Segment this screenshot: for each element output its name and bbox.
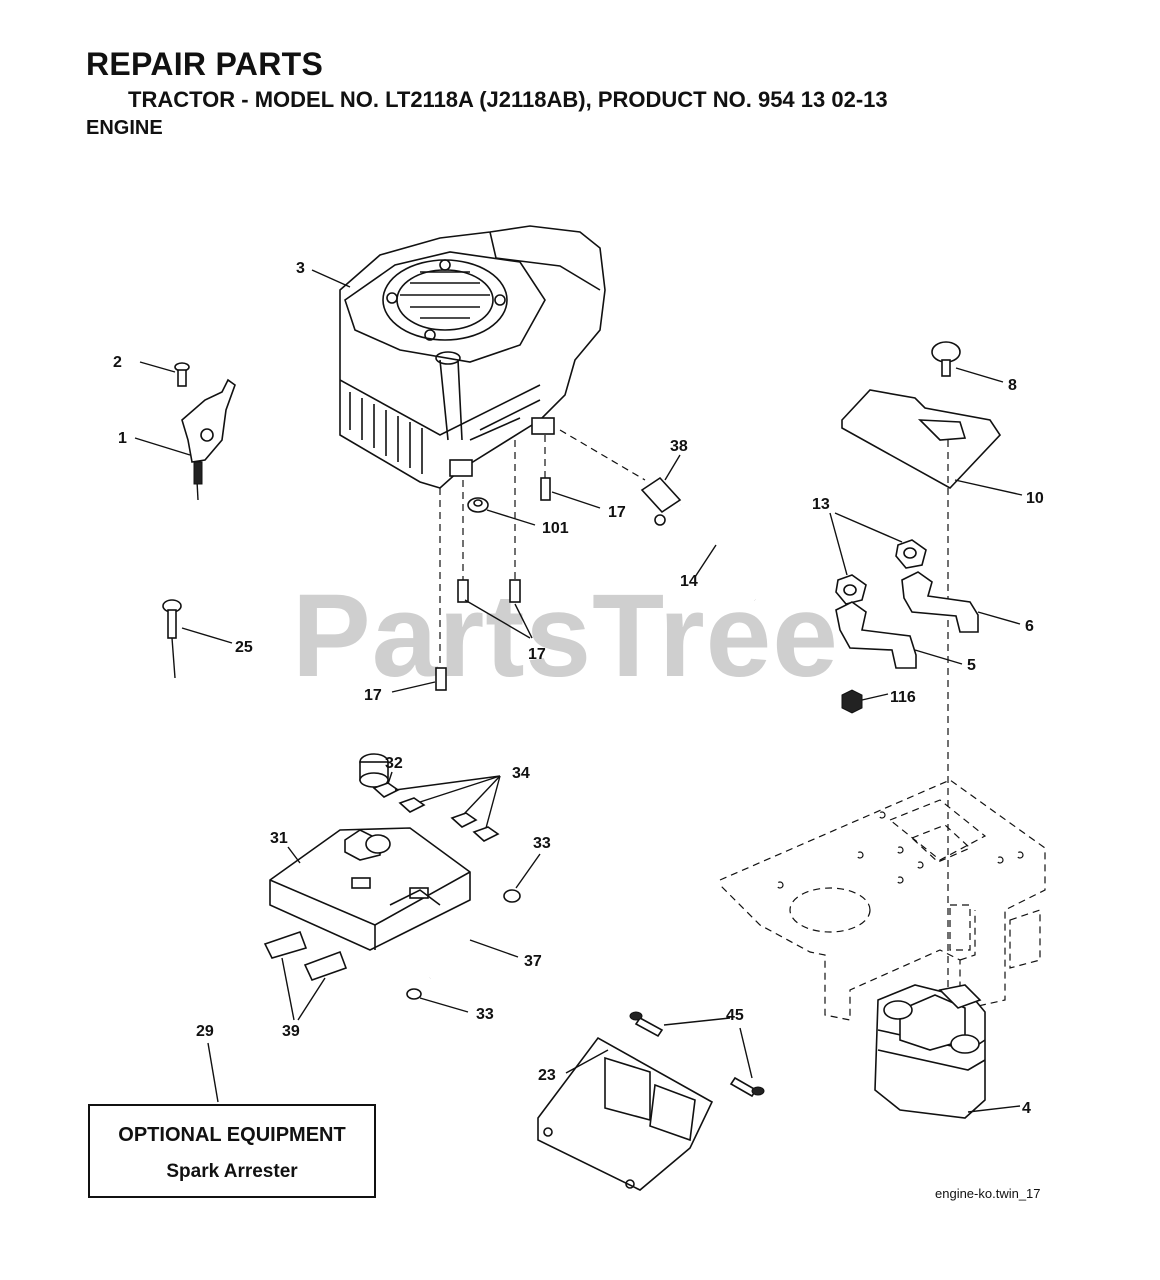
page-title: REPAIR PARTS <box>86 46 324 82</box>
callout-1: 1 <box>118 430 127 447</box>
callout-31: 31 <box>270 830 288 847</box>
bolt-part[interactable] <box>435 477 551 691</box>
callout-23: 23 <box>538 1067 556 1084</box>
section-title: ENGINE <box>86 117 163 139</box>
optional-equipment-title: OPTIONAL EQUIPMENT <box>118 1124 346 1146</box>
clamp-part-33[interactable] <box>406 889 521 1000</box>
callout-5: 5 <box>967 657 976 674</box>
diagram-reference: engine-ko.twin_17 <box>935 1186 1041 1201</box>
knob-part-32[interactable] <box>359 753 389 788</box>
exhaust-pipe-part-6[interactable] <box>901 571 979 633</box>
gasket-part-13[interactable] <box>835 539 927 605</box>
callout-45: 45 <box>726 1007 744 1024</box>
callout-13: 13 <box>812 496 830 513</box>
foam-pad-part-34[interactable] <box>372 782 500 842</box>
optional-equipment-box: OPTIONAL EQUIPMENT Spark Arrester <box>88 1104 376 1198</box>
callout-29: 29 <box>196 1023 214 1040</box>
fuel-hose-part-14[interactable] <box>679 501 757 604</box>
heat-shield-part-23[interactable] <box>537 1036 714 1191</box>
callout-39: 39 <box>282 1023 300 1040</box>
frame-outline <box>719 779 1046 1021</box>
callout-38: 38 <box>670 438 688 455</box>
callout-32: 32 <box>385 755 403 772</box>
callout-17-c: 17 <box>364 687 382 704</box>
callout-34: 34 <box>512 765 530 782</box>
callout-101: 101 <box>542 520 569 537</box>
callout-17-a: 17 <box>608 504 626 521</box>
dipstick-part-25[interactable] <box>162 599 182 679</box>
callout-8: 8 <box>1008 377 1017 394</box>
foam-block-part-39[interactable] <box>263 930 348 981</box>
optional-equipment-item: Spark Arrester <box>166 1161 298 1182</box>
knob-part-8[interactable] <box>931 341 961 377</box>
air-cleaner-cover-part-31[interactable] <box>269 827 471 951</box>
screw-part-45[interactable] <box>629 1011 765 1098</box>
callout-6: 6 <box>1025 618 1034 635</box>
screw-part-2[interactable] <box>174 362 190 387</box>
callout-116: 116 <box>890 689 916 706</box>
callout-33-b: 33 <box>476 1006 494 1023</box>
callout-33-a: 33 <box>533 835 551 852</box>
plate-part-10[interactable] <box>841 389 1002 490</box>
callout-37: 37 <box>524 953 542 970</box>
callout-3: 3 <box>296 260 305 277</box>
engine-part[interactable] <box>339 225 606 489</box>
callout-2: 2 <box>113 354 122 371</box>
model-subtitle: TRACTOR - MODEL NO. LT2118A (J2118AB), P… <box>128 87 888 112</box>
throttle-bracket-part[interactable] <box>181 378 236 501</box>
callout-17-b: 17 <box>528 646 546 663</box>
callout-25: 25 <box>235 639 253 656</box>
fuel-filter-part-38[interactable] <box>640 476 682 526</box>
callout-14: 14 <box>680 573 698 590</box>
muffler-part-4[interactable] <box>874 984 986 1119</box>
breather-tube-part-37[interactable] <box>428 898 507 980</box>
callout-10: 10 <box>1026 490 1044 507</box>
nut-part-101[interactable] <box>467 497 489 513</box>
exhaust-pipe-part-5[interactable] <box>835 601 917 669</box>
callout-4: 4 <box>1022 1100 1031 1117</box>
nut-part-116[interactable] <box>841 689 863 714</box>
